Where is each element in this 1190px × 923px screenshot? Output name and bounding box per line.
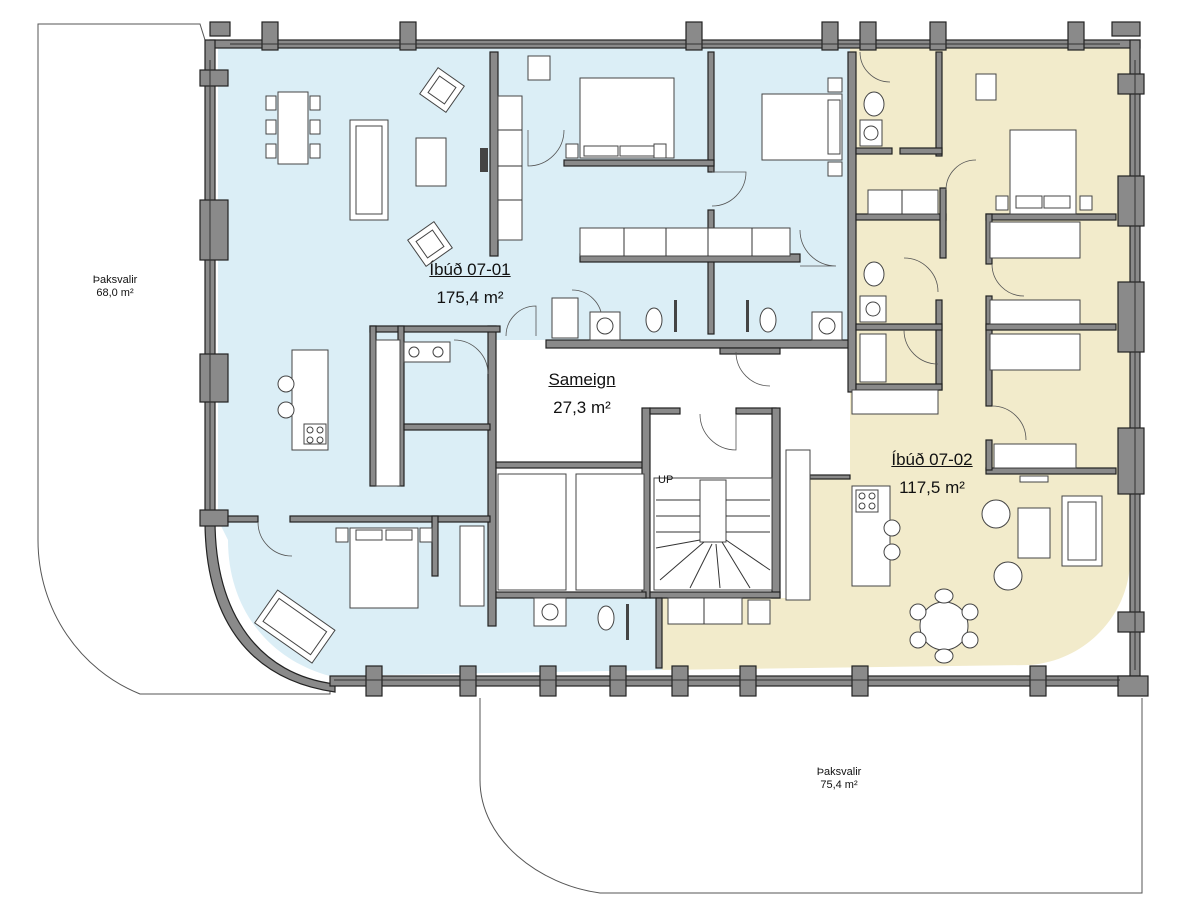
apartment-07-01-label: Íbúð 07-01 175,4 m²: [410, 260, 530, 308]
window-lines: [209, 43, 1136, 681]
terrace-south-label: Þaksvalir 75,4 m²: [794, 766, 884, 792]
apartment-07-02-label: Íbúð 07-02 117,5 m²: [872, 450, 992, 498]
door-swings: [257, 51, 1027, 557]
staircase: [653, 477, 773, 591]
common-area-storage: [497, 473, 645, 591]
terrace-west-label: Þaksvalir 68,0 m²: [70, 274, 160, 300]
terrace-south-name: Þaksvalir: [816, 766, 862, 778]
terrace-south-outline: [479, 698, 1143, 894]
terrace-west-area: 68,0 m²: [96, 287, 134, 299]
apartment-07-02-name: Íbúð 07-02: [891, 450, 973, 469]
furniture-apartment-07-01: [253, 55, 843, 664]
common-area-label: Sameign 27,3 m²: [520, 370, 644, 418]
apartment-07-01-area: 175,4 m²: [436, 288, 504, 307]
common-area-size: 27,3 m²: [553, 398, 611, 417]
apartment-07-02-area: 117,5 m²: [899, 478, 965, 497]
common-area-name: Sameign: [548, 370, 616, 389]
terrace-south-area: 75,4 m²: [820, 779, 858, 791]
interior-walls: [227, 51, 1117, 669]
apartment-07-01-name: Íbúð 07-01: [429, 260, 511, 279]
stair-up-label: UP: [658, 474, 674, 486]
furniture-apartment-07-02: [667, 73, 1103, 664]
terrace-west-name: Þaksvalir: [92, 274, 138, 286]
